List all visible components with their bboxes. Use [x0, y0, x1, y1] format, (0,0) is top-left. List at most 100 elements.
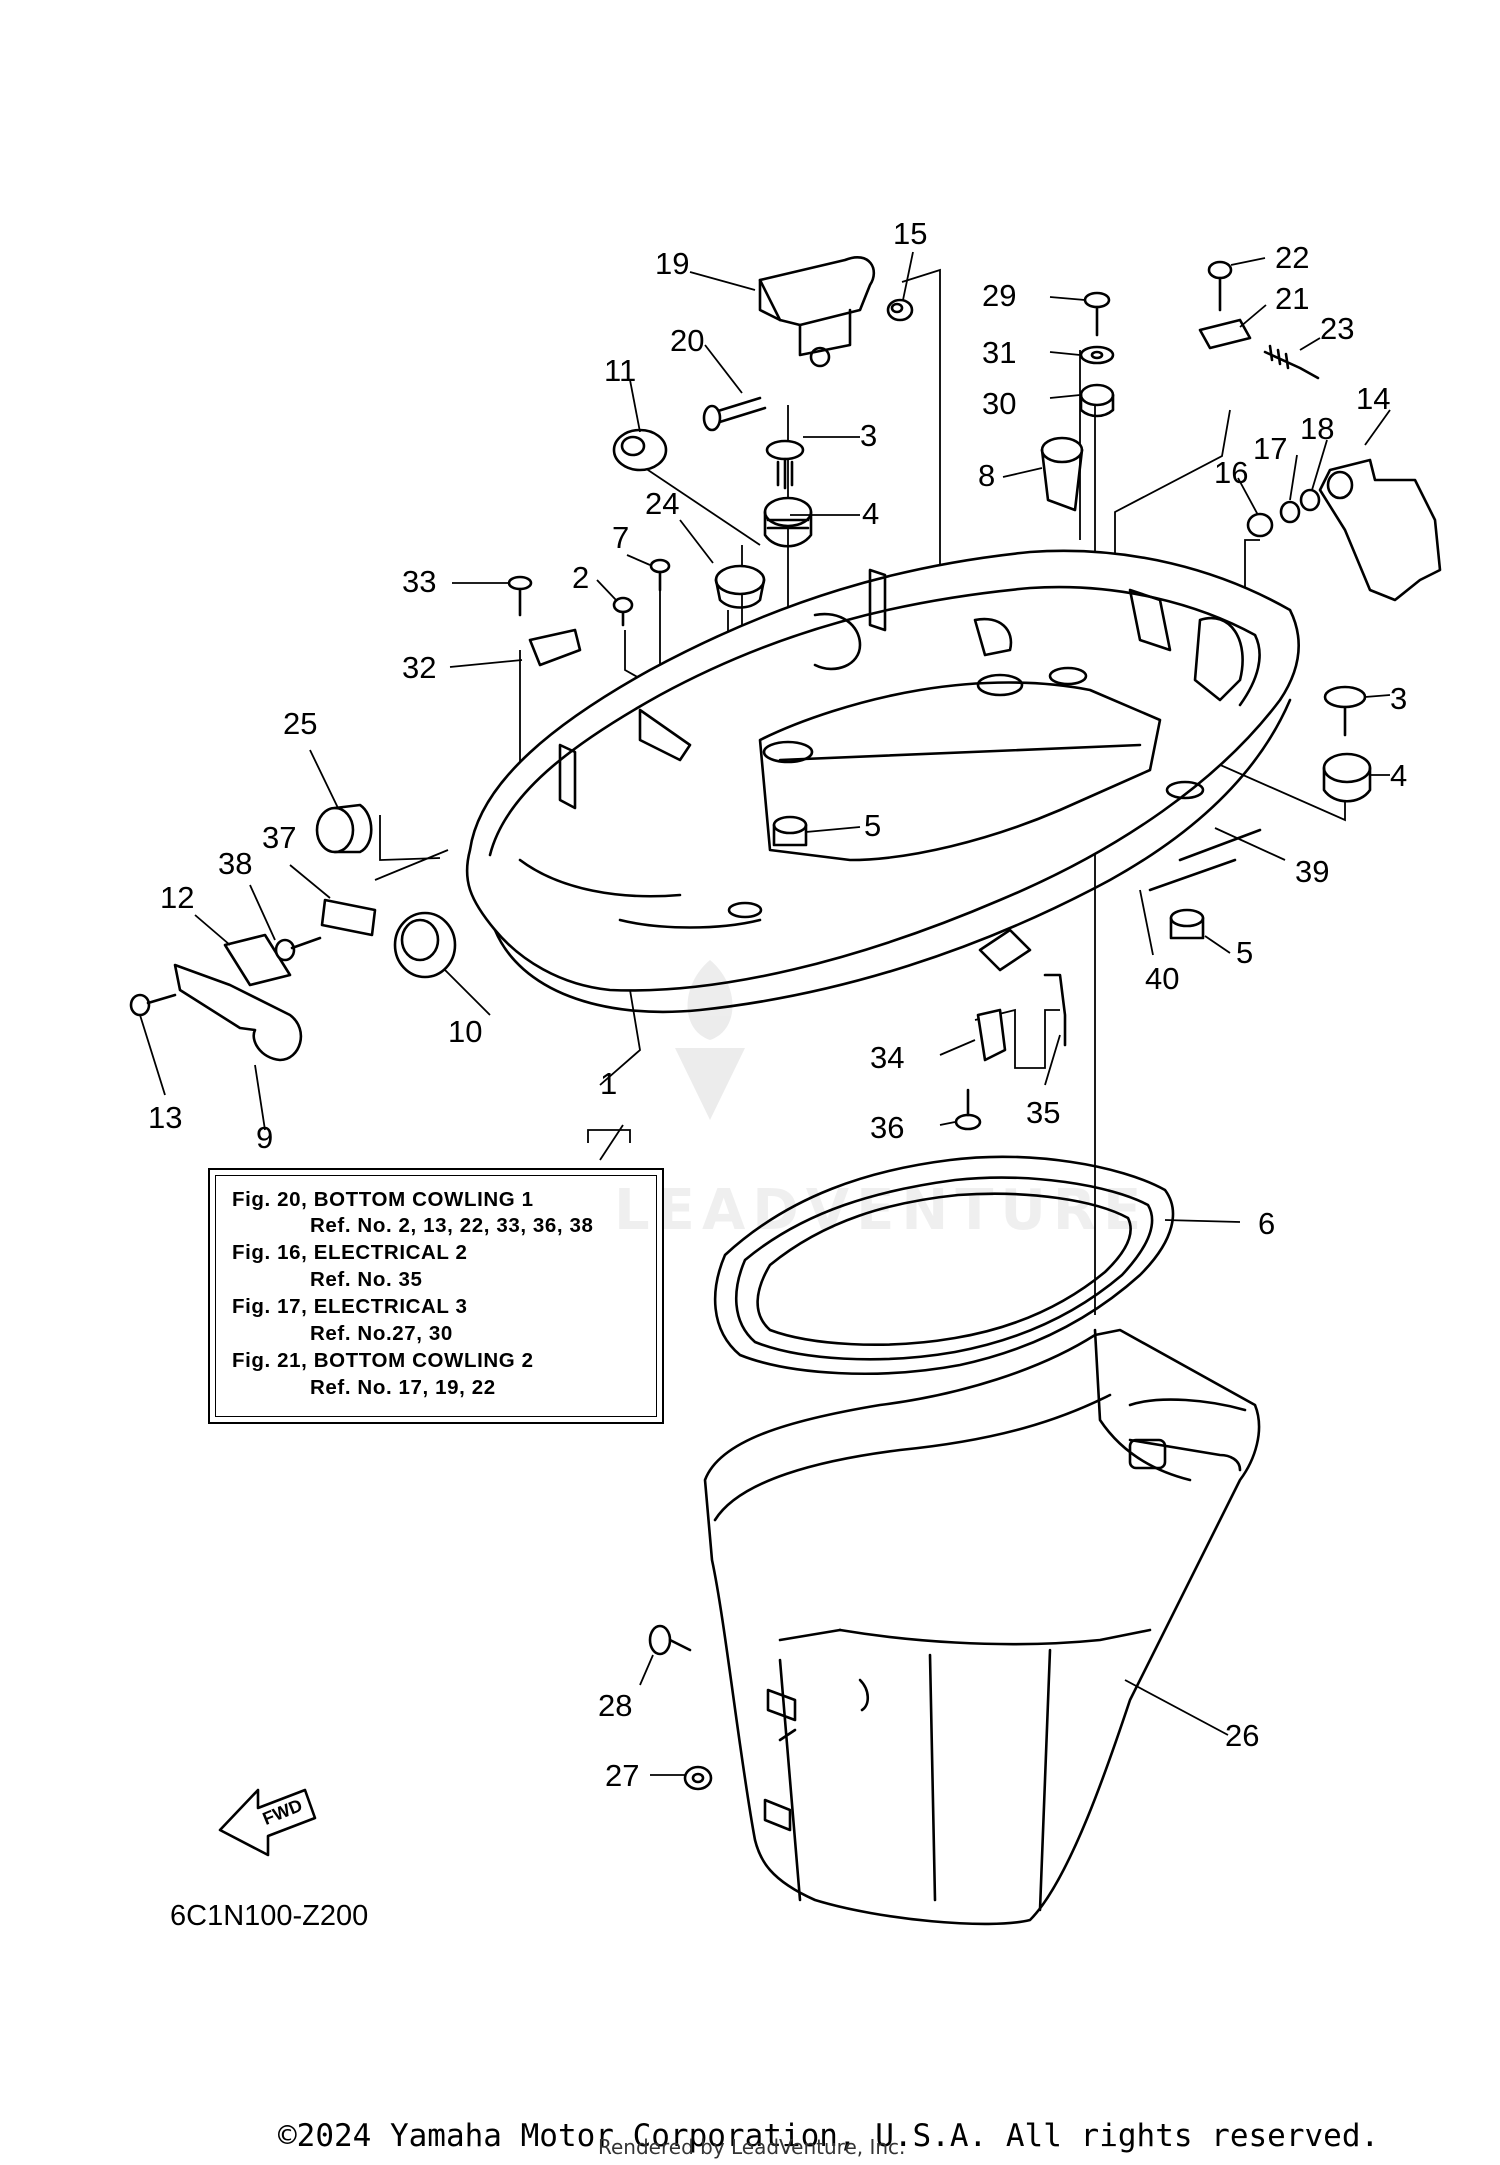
bolt-36: [954, 1088, 982, 1131]
cross-reference-box: Fig. 20, BOTTOM COWLING 1 Ref. No. 2, 13…: [208, 1168, 664, 1424]
callout-37: 37: [262, 820, 297, 855]
callout-19: 19: [655, 246, 690, 281]
callout-18: 18: [1300, 411, 1335, 446]
bolt-20: [702, 396, 767, 432]
bottom-cowling-pan: [465, 549, 1300, 1014]
ref-line-7: Fig. 21, BOTTOM COWLING 2: [232, 1349, 534, 1372]
callout-1: 1: [600, 1066, 618, 1101]
ref-line-4: Ref. No. 35: [310, 1268, 423, 1291]
mount-4-upper: [763, 496, 813, 548]
cross-reference-box-inner-border: [215, 1175, 657, 1417]
washer-31: [1079, 345, 1115, 365]
lower-cowling: [703, 1328, 1261, 1926]
leadventure-logo-watermark: [675, 960, 745, 1120]
callout-8: 8: [978, 458, 996, 493]
cowling-gasket: [713, 1155, 1175, 1376]
callout-20: 20: [670, 323, 705, 358]
ref-line-8: Ref. No. 17, 19, 22: [310, 1376, 496, 1399]
callout-5-center: 5: [864, 808, 882, 843]
callout-14: 14: [1356, 381, 1391, 416]
plate-37: [320, 898, 377, 937]
plate-21: [1198, 318, 1252, 350]
callout-4-upper: 4: [862, 496, 880, 531]
callout-23: 23: [1320, 311, 1355, 346]
callout-28: 28: [598, 1688, 633, 1723]
callout-3-upper: 3: [860, 418, 878, 453]
collar-5-center: [772, 815, 808, 847]
bolt-38: [274, 936, 322, 962]
ref-line-2: Ref. No. 2, 13, 22, 33, 36, 38: [310, 1214, 594, 1237]
bolt-3-upper: [765, 439, 805, 490]
callout-26: 26: [1225, 1718, 1260, 1753]
callout-33: 33: [402, 564, 437, 599]
rendered-by-notice: Rendered by LeadVenture, Inc.: [598, 2135, 906, 2159]
fwd-arrow-icon: [218, 1788, 317, 1857]
callout-13: 13: [148, 1100, 183, 1135]
callout-2: 2: [572, 560, 590, 595]
bolt-29: [1083, 291, 1111, 337]
watermark-text: LEADVENTURE: [614, 1178, 1149, 1243]
mount-4-right: [1322, 752, 1372, 803]
callout-5-right: 5: [1236, 935, 1254, 970]
ref-line-1: Fig. 20, BOTTOM COWLING 1: [232, 1188, 534, 1211]
callout-40: 40: [1145, 961, 1180, 996]
callout-1-bracket: [587, 1129, 631, 1143]
ref-line-5: Fig. 17, ELECTRICAL 3: [232, 1295, 468, 1318]
bolt-7: [649, 558, 671, 592]
callout-30: 30: [982, 386, 1017, 421]
bolt-3-right: [1323, 685, 1367, 737]
band-35: [1043, 973, 1067, 1047]
seal-16: [1246, 512, 1274, 538]
callout-27: 27: [605, 1758, 640, 1793]
grommet-10: [393, 911, 457, 979]
callout-4-right: 4: [1390, 758, 1408, 793]
diagram-code: 6C1N100-Z200: [170, 1900, 369, 1932]
ref-line-6: Ref. No.27, 30: [310, 1322, 453, 1345]
callout-leaders: [139, 251, 1391, 1776]
washer-17: [1279, 500, 1301, 524]
grommet-15: [886, 298, 914, 322]
callout-21: 21: [1275, 281, 1310, 316]
ref-line-3: Fig. 16, ELECTRICAL 2: [232, 1241, 468, 1264]
grommet-8: [1040, 436, 1084, 512]
bolt-2: [612, 596, 634, 627]
clip-32: [528, 628, 582, 667]
bolt-33: [507, 575, 533, 617]
grommet-11: [612, 428, 668, 472]
callout-31: 31: [982, 335, 1017, 370]
callout-39: 39: [1295, 854, 1330, 889]
callout-16: 16: [1214, 455, 1249, 490]
grommet-24: [714, 564, 766, 609]
callout-17: 17: [1253, 431, 1288, 466]
callout-35: 35: [1026, 1095, 1061, 1130]
collar-5-right: [1169, 908, 1205, 940]
bracket-12-9: [173, 933, 303, 1062]
callout-24: 24: [645, 486, 680, 521]
clip-34: [976, 1008, 1007, 1062]
callout-6: 6: [1258, 1206, 1276, 1241]
callout-15: 15: [893, 216, 928, 251]
stopper-25: [315, 803, 373, 854]
callout-32: 32: [402, 650, 437, 685]
ring-18: [1299, 488, 1321, 512]
bolt-13: [129, 993, 177, 1017]
callout-12: 12: [160, 880, 195, 915]
nut-27: [683, 1765, 713, 1791]
callout-7: 7: [612, 520, 630, 555]
grommet-30: [1079, 383, 1115, 418]
lever-assembly: [758, 256, 876, 368]
lever-14: [1318, 458, 1442, 602]
copyright-notice: ©2024 Yamaha Motor Corporation, U.S.A. A…: [278, 2118, 1380, 2154]
callout-38: 38: [218, 846, 253, 881]
callout-3-right: 3: [1390, 681, 1408, 716]
callout-29: 29: [982, 278, 1017, 313]
spring-23: [1263, 344, 1320, 380]
callout-22: 22: [1275, 240, 1310, 275]
callout-10: 10: [448, 1014, 483, 1049]
callout-11: 11: [604, 353, 637, 388]
bolt-22: [1207, 260, 1233, 312]
callout-36: 36: [870, 1110, 905, 1145]
callout-9: 9: [256, 1120, 274, 1155]
